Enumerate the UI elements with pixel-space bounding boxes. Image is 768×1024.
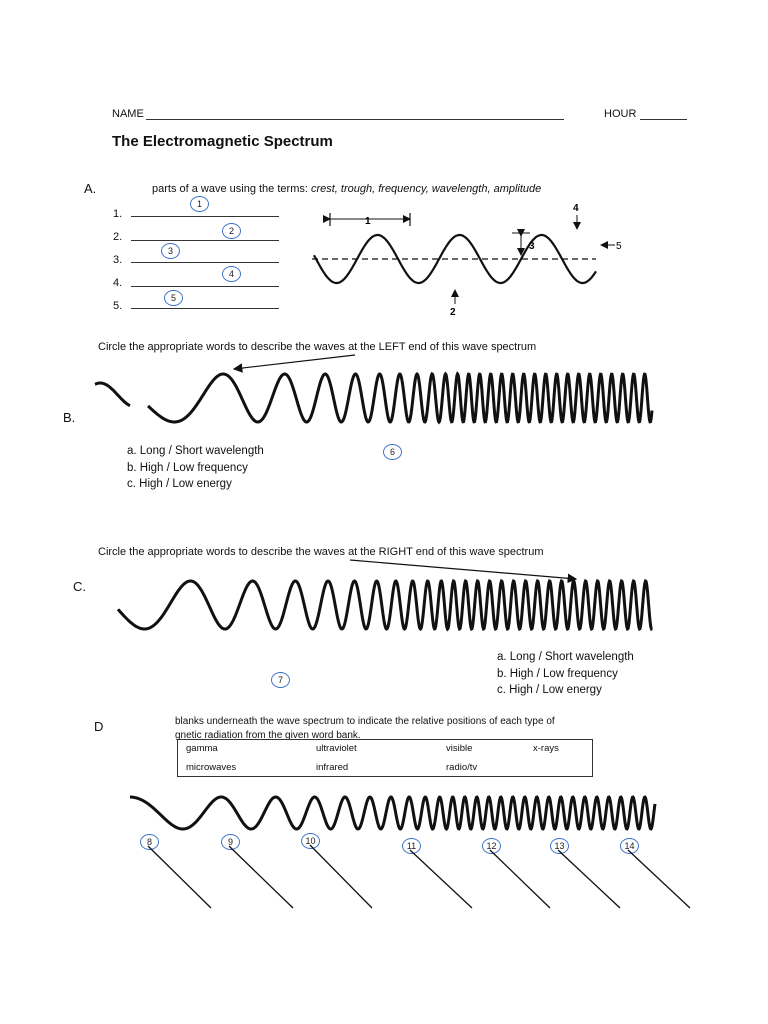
spectrum-wave-d: [130, 795, 657, 831]
bubble-9: 9: [221, 834, 240, 850]
section-c-choices: a. Long / Short wavelength b. High / Low…: [497, 649, 634, 699]
diagram-label-3: 3: [529, 241, 535, 252]
spectrum-wave-left-fragment: [94, 381, 131, 408]
bubble-12: 12: [482, 838, 501, 854]
bubble-8: 8: [140, 834, 159, 850]
answer-5-blank[interactable]: [131, 308, 279, 309]
answer-line-13: [557, 849, 621, 909]
hour-blank[interactable]: [640, 119, 687, 120]
answer-5-label: 5.: [113, 300, 123, 312]
bubble-3: 3: [161, 243, 180, 259]
bubble-5: 5: [164, 290, 183, 306]
answer-4-label: 4.: [113, 277, 123, 289]
answer-lines: [147, 844, 691, 909]
answer-line-14: [627, 849, 691, 909]
section-a-letter: A.: [84, 181, 97, 196]
section-c-letter: C.: [73, 579, 86, 594]
answer-line-8: [147, 845, 212, 909]
section-b-instruction: Circle the appropriate words to describe…: [98, 341, 537, 353]
section-b-choices: a. Long / Short wavelength b. High / Low…: [127, 443, 264, 493]
choice-frequency[interactable]: b. High / Low frequency: [127, 461, 248, 474]
bubble-10: 10: [301, 833, 320, 849]
diagram-label-1: 1: [365, 216, 371, 227]
answer-1-blank[interactable]: [131, 216, 279, 217]
section-b-letter: B.: [63, 410, 76, 425]
word-infrared: infrared: [316, 762, 349, 773]
answer-3-blank[interactable]: [131, 262, 279, 263]
answer-line-12: [489, 849, 551, 909]
right-arrow: [349, 559, 578, 584]
choice-energy[interactable]: c. High / Low energy: [127, 478, 232, 490]
choice-energy[interactable]: c. High / Low energy: [497, 684, 602, 696]
answer-2-label: 2.: [113, 231, 123, 243]
section-a-instruction: parts of a wave using the terms: crest, …: [152, 183, 542, 195]
word-bank: gamma ultraviolet visible x-rays microwa…: [177, 739, 593, 777]
answer-line-9: [228, 845, 294, 909]
word-ultraviolet: ultraviolet: [316, 743, 357, 754]
bubble-6: 6: [383, 444, 402, 460]
word-microwaves: microwaves: [186, 762, 237, 773]
answer-line-11: [409, 849, 473, 909]
word-gamma: gamma: [186, 743, 218, 754]
labeled-wave-diagram: 1 2 3 4 5: [312, 203, 622, 318]
choice-wavelength[interactable]: a. Long / Short wavelength: [127, 445, 264, 457]
spectrum-wave-b: [146, 371, 654, 425]
page-title: The Electromagnetic Spectrum: [112, 133, 333, 150]
answer-1-label: 1.: [113, 208, 123, 220]
bubble-1: 1: [190, 196, 209, 212]
bubble-2: 2: [222, 223, 241, 239]
word-radio-tv: radio/tv: [446, 762, 478, 773]
section-d-letter: D: [94, 719, 104, 734]
bubble-7: 7: [271, 672, 290, 688]
answer-3-label: 3.: [113, 254, 123, 266]
word-x-rays: x-rays: [533, 743, 559, 754]
answer-2-blank[interactable]: [131, 240, 279, 241]
choice-frequency[interactable]: b. High / Low frequency: [497, 667, 618, 680]
labeled-wave: [313, 233, 597, 285]
spectrum-wave-c: [116, 578, 653, 632]
diagram-label-4: 4: [573, 203, 579, 214]
section-d-instruction: blanks underneath the wave spectrum to i…: [175, 716, 555, 741]
section-c-instruction: Circle the appropriate words to describe…: [98, 546, 544, 558]
diagram-label-2: 2: [450, 307, 456, 318]
bubble-13: 13: [550, 838, 569, 854]
answer-4-blank[interactable]: [131, 286, 279, 287]
word-visible: visible: [446, 743, 473, 754]
name-label: NAME: [112, 108, 144, 120]
diagram-label-5: 5: [616, 241, 622, 252]
bubble-4: 4: [222, 266, 241, 282]
answer-line-10: [309, 844, 373, 909]
hour-label: HOUR: [604, 108, 637, 120]
name-blank[interactable]: [146, 119, 564, 120]
left-arrow: [232, 354, 356, 373]
choice-wavelength[interactable]: a. Long / Short wavelength: [497, 651, 634, 663]
bubble-11: 11: [402, 838, 421, 854]
bubble-14: 14: [620, 838, 639, 854]
